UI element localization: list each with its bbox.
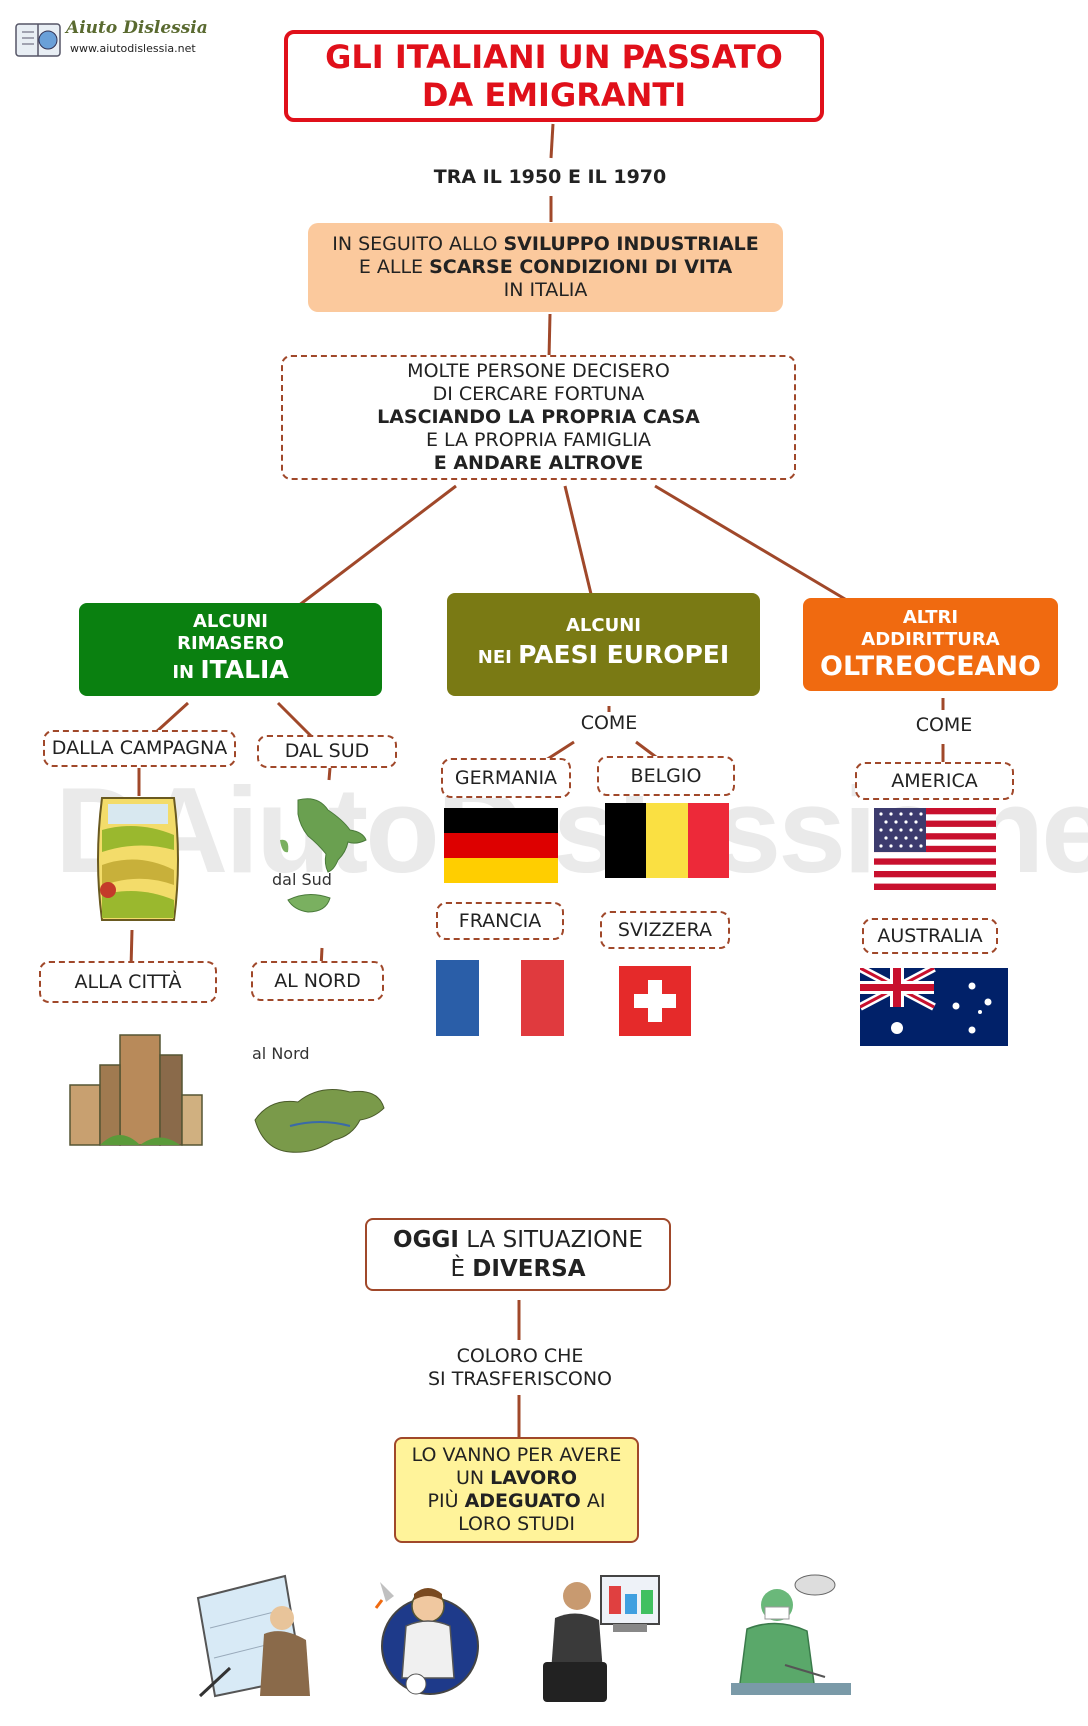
cause-box: IN SEGUITO ALLO SVILUPPO INDUSTRIALE E A…	[308, 223, 783, 312]
node-dal-sud: DAL SUD	[257, 735, 397, 768]
node-francia: FRANCIA	[436, 902, 564, 940]
architect-icon	[196, 1574, 310, 1698]
node-germania: GERMANIA	[441, 758, 571, 798]
surgeon-icon	[731, 1574, 851, 1695]
france-flag-icon	[436, 960, 565, 1036]
logo-name: Aiuto Dislessia	[66, 18, 208, 38]
map-sud-label: dal Sud	[272, 870, 332, 889]
south-map-icon	[280, 798, 367, 913]
oltreoceano-come: COME	[915, 713, 973, 736]
belgium-flag-icon	[605, 803, 729, 878]
south-italy-map: dal Sud	[268, 790, 388, 940]
node-alla-citta: ALLA CITTÀ	[39, 961, 217, 1003]
north-map-icon	[254, 1089, 385, 1153]
countryside-icon	[97, 797, 179, 921]
logo: Aiuto Dislessia www.aiutodislessia.net	[14, 18, 214, 62]
reason-box: LO VANNO PER AVERE UN LAVORO PIÙ ADEGUAT…	[394, 1437, 639, 1543]
node-america: AMERICA	[855, 762, 1014, 800]
decision-box: MOLTE PERSONE DECISERO DI CERCARE FORTUN…	[281, 355, 796, 480]
node-dalla-campagna: DALLA CAMPAGNA	[43, 730, 236, 767]
north-italy-map: al Nord	[250, 1040, 390, 1153]
movers-label: COLORO CHE SI TRASFERISCONO	[428, 1345, 612, 1390]
australia-flag-icon	[860, 968, 1008, 1046]
branch-italia: ALCUNI RIMASERO IN ITALIA	[79, 603, 382, 696]
title-line-1: GLI ITALIANI UN PASSATO	[325, 38, 783, 76]
logo-book-icon	[15, 23, 61, 57]
switzerland-flag-icon	[619, 966, 691, 1036]
branch-europa: ALCUNI NEI PAESI EUROPEI	[447, 593, 760, 696]
germany-flag-icon	[444, 808, 558, 883]
today-box: OGGI LA SITUAZIONE È DIVERSA	[365, 1218, 671, 1291]
usa-flag-icon	[874, 808, 996, 890]
node-belgio: BELGIO	[597, 756, 735, 796]
title-line-2: DA EMIGRANTI	[421, 76, 687, 114]
node-svizzera: SVIZZERA	[600, 911, 730, 949]
logo-url[interactable]: www.aiutodislessia.net	[70, 42, 196, 55]
city-buildings-icon	[69, 1034, 203, 1146]
astronaut-icon	[374, 1582, 479, 1695]
node-australia: AUSTRALIA	[862, 918, 998, 954]
europa-come: COME	[580, 711, 638, 734]
period-label: TRA IL 1950 E IL 1970	[433, 166, 667, 188]
office-worker-icon	[543, 1575, 660, 1702]
node-al-nord: AL NORD	[251, 961, 384, 1001]
branch-oltreoceano: ALTRI ADDIRITTURA OLTREOCEANO	[803, 598, 1058, 691]
page-title: GLI ITALIANI UN PASSATO DA EMIGRANTI	[284, 30, 824, 122]
map-nord-label: al Nord	[252, 1044, 310, 1063]
